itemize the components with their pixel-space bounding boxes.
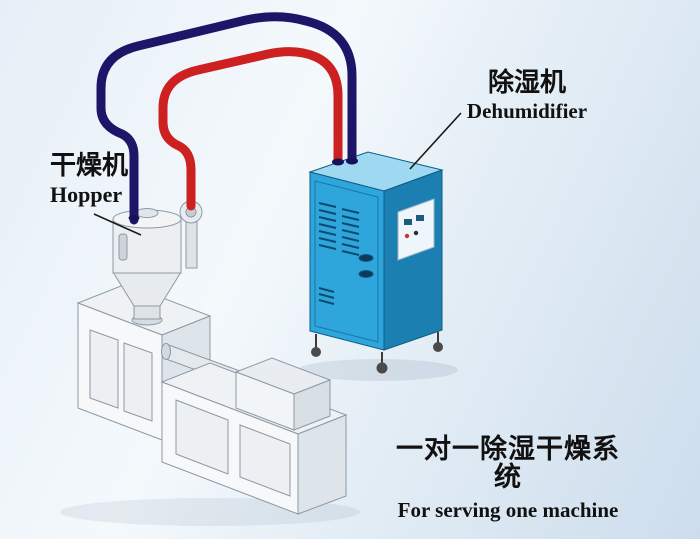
- system-caption: 一对一除湿干燥系统 For serving one machine: [383, 434, 633, 522]
- hopper-hose-stub: [128, 215, 140, 221]
- dehumidifier-cabinet-graphic: [308, 151, 444, 374]
- supply-hose-red: [158, 47, 343, 211]
- hopper-label-en: Hopper: [50, 182, 123, 208]
- lid-cap: [135, 208, 159, 218]
- system-caption-cn: 一对一除湿干燥系统: [396, 434, 620, 494]
- cabinet-hose-stub: [346, 157, 358, 165]
- machine-door: [175, 399, 229, 475]
- cabinet-door-seam: [314, 180, 379, 343]
- machine-door: [239, 424, 291, 497]
- dehumidifier-leader-line: [409, 112, 462, 170]
- machine-door: [123, 342, 153, 422]
- hopper-label-cn: 干燥机: [50, 151, 129, 181]
- extruder-machine-graphic: [76, 283, 348, 515]
- hopper-leader-line: [93, 213, 142, 236]
- hose-port: [358, 270, 374, 278]
- indicator-light: [404, 233, 410, 239]
- dehumidifier-label-en: Dehumidifier: [466, 99, 588, 124]
- hose-port: [358, 254, 374, 262]
- vent-louvers: [318, 202, 360, 305]
- return-hose-navy: [96, 12, 357, 225]
- cabinet-front-face: [309, 171, 385, 351]
- control-panel: [397, 198, 435, 261]
- machine-door: [89, 329, 119, 409]
- system-caption-en: For serving one machine: [397, 497, 619, 522]
- dehumidifier-label-cn: 除湿机: [487, 68, 566, 98]
- hopper-label: 干燥机 Hopper: [50, 151, 129, 208]
- caster-wheels: [311, 332, 443, 374]
- hopper-neck: [133, 304, 161, 320]
- control-knob: [413, 230, 419, 236]
- dehumidifier-label: 除湿机 Dehumidifier: [447, 68, 607, 124]
- hopper-blower: [179, 200, 203, 269]
- cabinet-side-face: [383, 169, 443, 351]
- sight-glass: [118, 233, 128, 261]
- cabinet-hose-stub: [332, 158, 344, 166]
